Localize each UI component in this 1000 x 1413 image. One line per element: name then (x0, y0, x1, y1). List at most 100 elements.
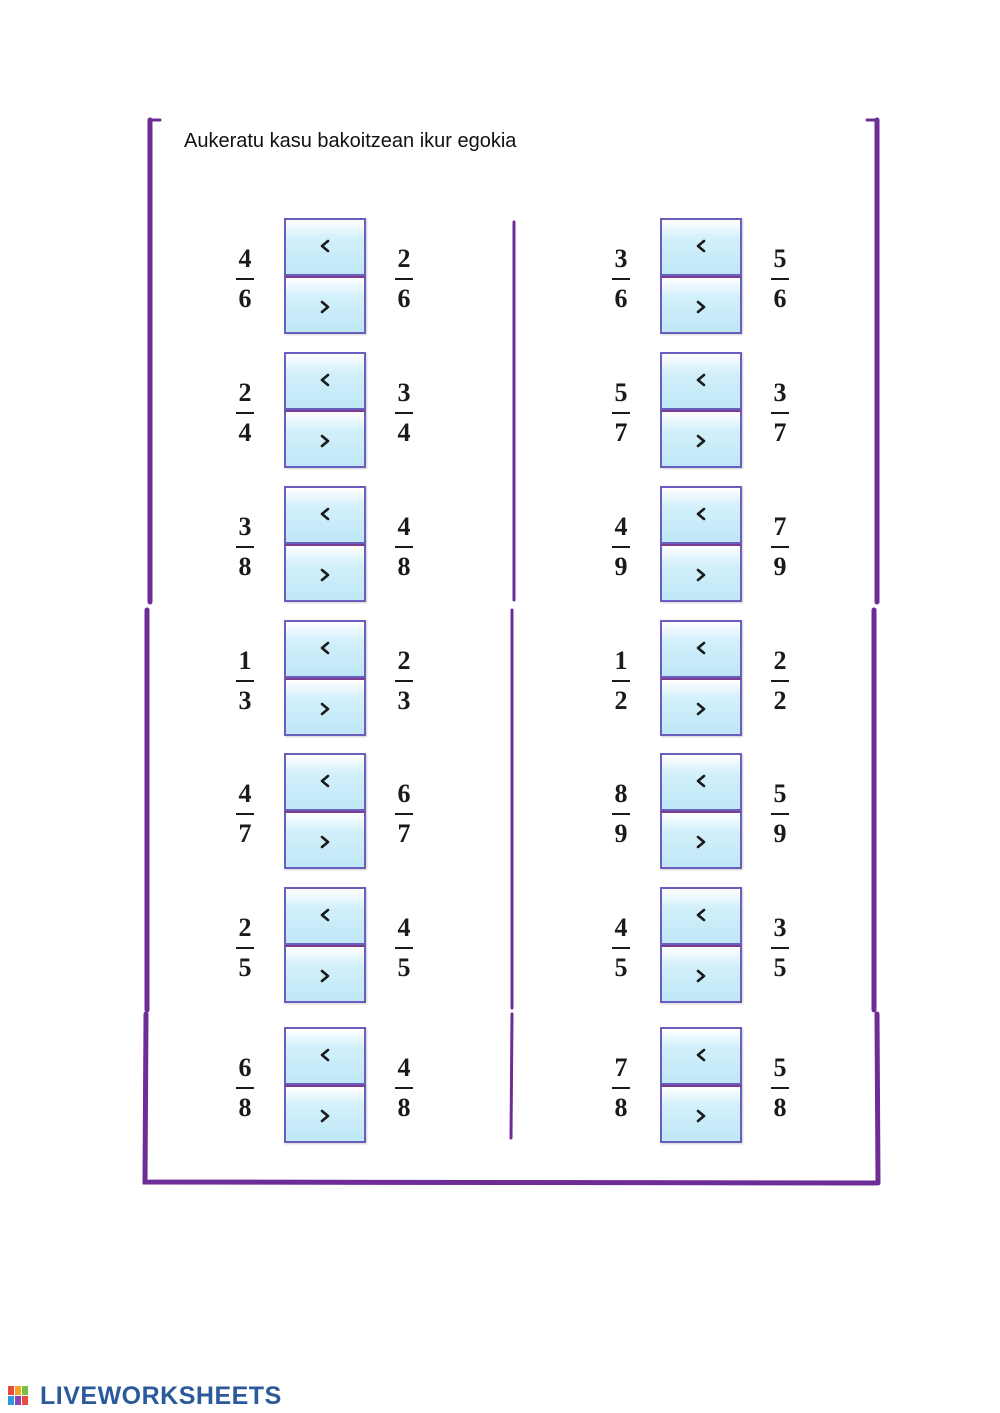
fraction-bar (612, 680, 630, 682)
fraction-bar (771, 680, 789, 682)
less-than-button[interactable] (660, 753, 742, 811)
less-than-button[interactable] (284, 887, 366, 945)
fraction-bar (771, 546, 789, 548)
less-than-button[interactable] (660, 1027, 742, 1085)
greater-than-button[interactable] (284, 678, 366, 736)
greater-than-button[interactable] (284, 276, 366, 334)
greater-than-button[interactable] (284, 410, 366, 468)
greater-than-icon (696, 1109, 706, 1123)
fraction-bar (395, 278, 413, 280)
fraction-bar (612, 412, 630, 414)
fraction-denominator: 6 (614, 284, 628, 313)
fraction-denominator: 2 (773, 686, 787, 715)
fraction-numerator: 3 (397, 378, 411, 407)
fraction-numerator: 6 (238, 1053, 252, 1082)
less-than-icon (320, 373, 330, 387)
fraction-bar (236, 546, 254, 548)
fraction-bar (236, 680, 254, 682)
greater-than-button[interactable] (284, 544, 366, 602)
greater-than-button[interactable] (660, 945, 742, 1003)
greater-than-button[interactable] (284, 811, 366, 869)
fraction-bar (395, 947, 413, 949)
greater-than-icon (320, 702, 330, 716)
fraction-denominator: 7 (238, 819, 252, 848)
symbol-choice (284, 887, 366, 1003)
fraction-denominator: 3 (238, 686, 252, 715)
fraction-denominator: 9 (614, 819, 628, 848)
greater-than-icon (320, 568, 330, 582)
fraction-bar (236, 813, 254, 815)
fraction-denominator: 6 (238, 284, 252, 313)
less-than-button[interactable] (660, 620, 742, 678)
symbol-choice (660, 218, 742, 334)
greater-than-button[interactable] (660, 410, 742, 468)
fraction-denominator: 6 (773, 284, 787, 313)
fraction-numerator: 8 (614, 779, 628, 808)
less-than-button[interactable] (284, 753, 366, 811)
fraction-numerator: 7 (614, 1053, 628, 1082)
greater-than-button[interactable] (284, 945, 366, 1003)
fraction-denominator: 8 (773, 1093, 787, 1122)
less-than-button[interactable] (284, 352, 366, 410)
less-than-icon (320, 908, 330, 922)
greater-than-button[interactable] (660, 544, 742, 602)
fraction-numerator: 5 (773, 244, 787, 273)
instruction-title: Aukeratu kasu bakoitzean ikur egokia (184, 130, 517, 152)
less-than-button[interactable] (660, 486, 742, 544)
greater-than-button[interactable] (660, 276, 742, 334)
fraction-numerator: 4 (397, 512, 411, 541)
greater-than-icon (320, 1109, 330, 1123)
less-than-button[interactable] (284, 218, 366, 276)
less-than-icon (320, 507, 330, 521)
greater-than-icon (696, 568, 706, 582)
symbol-choice (284, 218, 366, 334)
less-than-icon (320, 1048, 330, 1062)
fraction-numerator: 4 (238, 779, 252, 808)
fraction-bar (771, 412, 789, 414)
greater-than-button[interactable] (660, 811, 742, 869)
liveworksheets-logo-icon (8, 1386, 28, 1405)
fraction-numerator: 4 (614, 512, 628, 541)
greater-than-icon (320, 434, 330, 448)
fraction-denominator: 9 (773, 552, 787, 581)
less-than-button[interactable] (284, 486, 366, 544)
fraction-bar (771, 813, 789, 815)
less-than-button[interactable] (660, 218, 742, 276)
less-than-button[interactable] (284, 620, 366, 678)
less-than-button[interactable] (660, 352, 742, 410)
greater-than-icon (696, 969, 706, 983)
symbol-choice (284, 486, 366, 602)
less-than-icon (696, 239, 706, 253)
fraction-denominator: 8 (397, 552, 411, 581)
fraction-denominator: 4 (238, 418, 252, 447)
less-than-button[interactable] (660, 887, 742, 945)
fraction-numerator: 2 (238, 378, 252, 407)
greater-than-button[interactable] (660, 1085, 742, 1143)
fraction-numerator: 3 (614, 244, 628, 273)
fraction-numerator: 4 (614, 913, 628, 942)
fraction-denominator: 8 (238, 552, 252, 581)
greater-than-button[interactable] (284, 1085, 366, 1143)
fraction-numerator: 4 (397, 913, 411, 942)
fraction-denominator: 6 (397, 284, 411, 313)
fraction-bar (395, 546, 413, 548)
fraction-numerator: 3 (773, 378, 787, 407)
greater-than-button[interactable] (660, 678, 742, 736)
symbol-choice (660, 753, 742, 869)
symbol-choice (660, 887, 742, 1003)
fraction-denominator: 4 (397, 418, 411, 447)
less-than-button[interactable] (284, 1027, 366, 1085)
